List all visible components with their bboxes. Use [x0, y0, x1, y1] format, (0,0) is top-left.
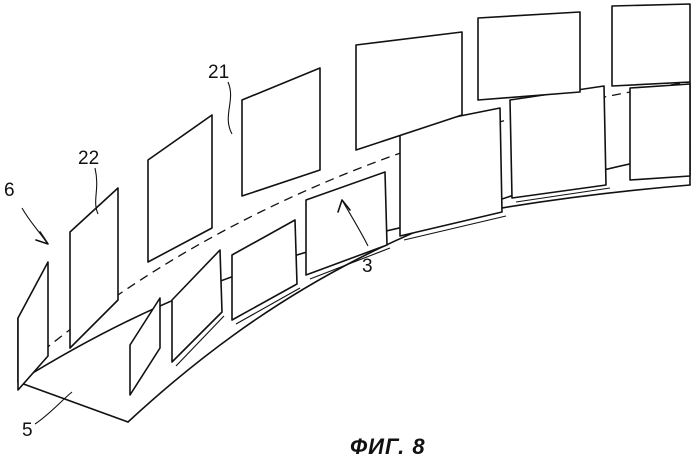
- leader-6-arrowhead: [36, 232, 48, 244]
- figure-caption: ФИГ. 8: [350, 434, 426, 459]
- leader-5: [35, 392, 72, 424]
- leader-21: [228, 82, 232, 134]
- ref-label-22: 22: [78, 148, 99, 169]
- ref-label-5: 5: [22, 420, 33, 441]
- ref-label-21: 21: [208, 62, 229, 83]
- ref-label-6: 6: [4, 180, 15, 201]
- ref-label-3: 3: [362, 256, 373, 277]
